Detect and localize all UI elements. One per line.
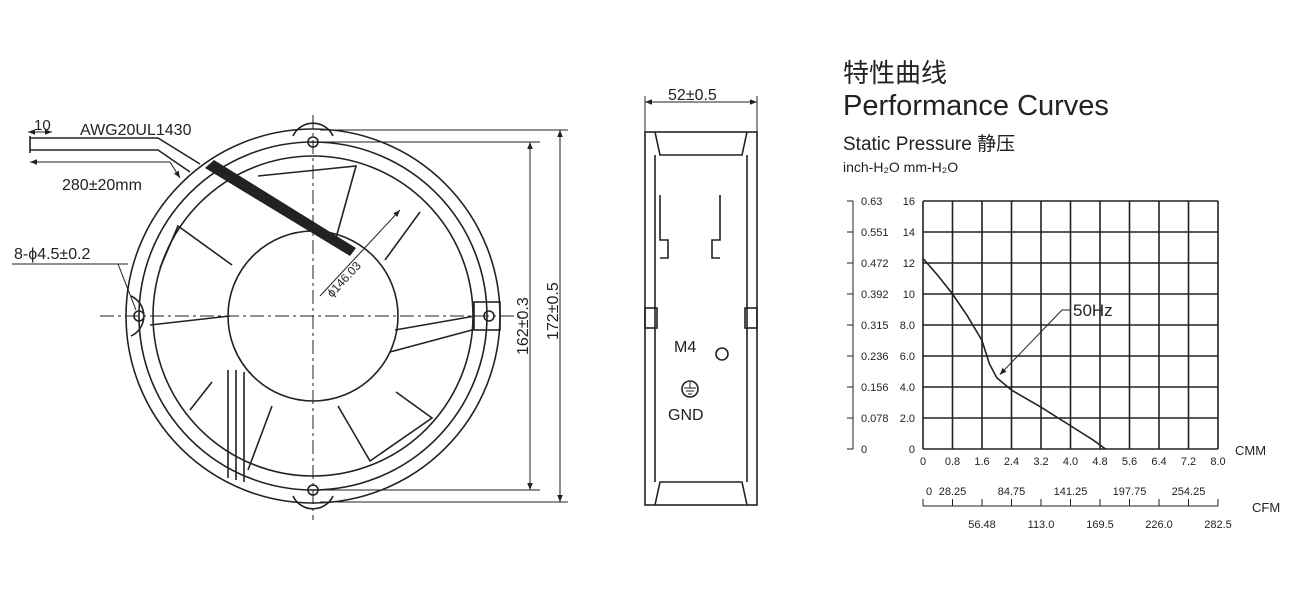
ground-icon: [681, 380, 699, 398]
lead-wires: [29, 136, 356, 256]
y2-tick-label: 0.078: [861, 413, 889, 425]
cfm-tick-label: 169.5: [1086, 519, 1114, 531]
x-tick-label: 5.6: [1122, 456, 1137, 468]
side-view: 52±0.5 M4 GND: [644, 87, 758, 506]
mount-hole-left: [130, 295, 145, 337]
y-tick-label: 2.0: [900, 413, 915, 425]
cfm-tick-label: 84.75: [998, 486, 1026, 498]
cfm-tick-label: 28.25: [939, 486, 967, 498]
title-en: Performance Curves: [843, 90, 1109, 122]
y-tick-label: 6.0: [900, 351, 915, 363]
x-tick-label: 1.6: [974, 456, 989, 468]
y2-tick-label: 0.472: [861, 258, 889, 270]
inner-frame: [138, 141, 488, 491]
outer-size-label: 172±0.5: [545, 282, 562, 340]
y-tick-label: 16: [903, 196, 915, 208]
y-tick-label: 4.0: [900, 382, 915, 394]
y-tick-label: 0: [909, 444, 915, 456]
cfm-tick-label: 254.25: [1172, 486, 1206, 498]
hole-spacing-label: 162±0.3: [515, 297, 532, 355]
front-view: 10 AWG20UL1430 280±20mm 8-ϕ4.5±0.2 ϕ146.…: [12, 115, 568, 520]
x-tick-label: 0: [920, 456, 926, 468]
mount-hole-top: [292, 122, 334, 148]
mount-hole-bottom: [292, 484, 334, 510]
y-tick-label: 10: [903, 289, 915, 301]
x-tick-label: 6.4: [1151, 456, 1166, 468]
cfm-tick-label: 113.0: [1028, 519, 1055, 531]
cfm-tick-label: 282.5: [1204, 519, 1232, 531]
series-line-50Hz: [922, 257, 1106, 450]
screw-icon: [715, 347, 729, 361]
cfm-tick-label: 141.25: [1054, 486, 1088, 498]
x-tick-label: 0.8: [945, 456, 960, 468]
cable-bundle: [205, 160, 356, 256]
title-cn: 特性曲线: [843, 58, 947, 88]
annotation-arrow: [999, 309, 1063, 376]
lead-strip-dim: 10: [34, 117, 51, 134]
x-tick-label: 4.8: [1092, 456, 1107, 468]
y2-tick-label: 0.63: [861, 196, 882, 208]
y2-tick-label: 0.315: [861, 320, 889, 332]
y2-tick-label: 0.236: [861, 351, 889, 363]
screw-label: M4: [674, 339, 696, 356]
units-label: inch-H₂O mm-H₂O: [843, 159, 958, 175]
wire-spec-label: AWG20UL1430: [80, 122, 192, 139]
lead-length-label: 280±20mm: [62, 177, 142, 194]
y2-tick-label: 0: [861, 444, 867, 456]
x2-axis-label: CFM: [1252, 500, 1280, 515]
mount-hole-right: [473, 301, 501, 331]
x-tick-label: 8.0: [1210, 456, 1225, 468]
y2-tick-label: 0.551: [861, 227, 889, 239]
y-tick-label: 8.0: [900, 320, 915, 332]
depth-label: 52±0.5: [668, 87, 717, 104]
x-tick-label: 2.4: [1004, 456, 1019, 468]
cfm-tick-label: 56.48: [968, 519, 996, 531]
y2-tick-label: 0.392: [861, 289, 889, 301]
annotation-label: 50Hz: [1073, 301, 1113, 320]
blade-diameter-label: ϕ146.03: [324, 259, 364, 301]
x-tick-label: 4.0: [1063, 456, 1078, 468]
blades: [149, 165, 434, 471]
cfm-tick-label: 0: [926, 486, 932, 498]
cfm-tick-label: 197.75: [1113, 486, 1147, 498]
ground-label: GND: [668, 407, 704, 424]
mount-holes-label: 8-ϕ4.5±0.2: [14, 246, 91, 263]
x-axis-label: CMM: [1235, 443, 1266, 458]
x-tick-label: 3.2: [1033, 456, 1048, 468]
cfm-tick-label: 226.0: [1145, 519, 1173, 531]
y2-tick-label: 0.156: [861, 382, 889, 394]
y-tick-label: 14: [903, 227, 915, 239]
struts: [227, 315, 476, 482]
y-tick-label: 12: [903, 258, 915, 270]
chart-subtitle: Static Pressure 静压: [843, 133, 1015, 155]
x-tick-label: 7.2: [1181, 456, 1196, 468]
